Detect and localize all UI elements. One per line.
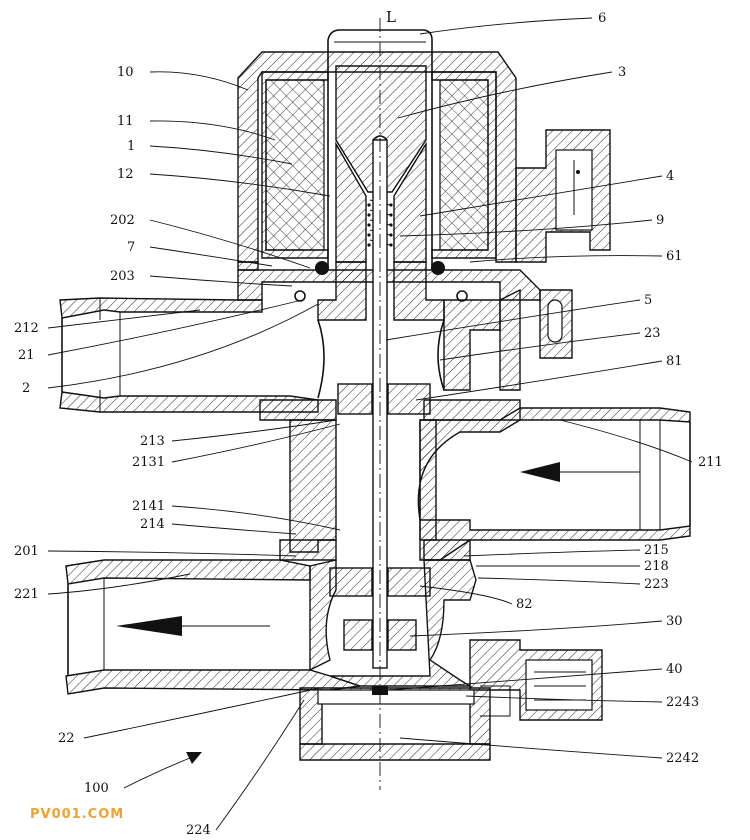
callout-7: 7: [127, 240, 135, 255]
callout-40: 40: [666, 662, 683, 677]
lower-valve-plug: [329, 567, 431, 597]
callout-201: 201: [14, 544, 39, 559]
callout-2242: 2242: [666, 751, 699, 766]
watermark: PV001.COM: [30, 807, 124, 822]
flow-arrow-outlet: [116, 616, 270, 636]
callout-4: 4: [666, 169, 674, 184]
callout-9: 9: [656, 213, 664, 228]
upper-valve-plug: [337, 383, 431, 415]
electrical-connector: [515, 129, 611, 263]
callout-218: 218: [644, 559, 669, 574]
axis-label-L: L: [386, 8, 396, 26]
callout-211: 211: [698, 455, 723, 470]
callout-30: 30: [666, 614, 683, 629]
callout-2131: 2131: [132, 455, 165, 470]
callout-100: 100: [84, 781, 109, 796]
callout-223: 223: [644, 577, 669, 592]
static-core: [335, 65, 427, 193]
coil-winding-right: [439, 79, 489, 251]
valve-body: [59, 261, 691, 761]
callout-6: 6: [598, 11, 606, 26]
callout-22: 22: [58, 731, 75, 746]
callout-23: 23: [644, 326, 661, 341]
callout-224: 224: [186, 823, 211, 838]
callout-203: 203: [110, 269, 135, 284]
callout-215: 215: [644, 543, 669, 558]
callout-1: 1: [127, 139, 135, 154]
callout-82: 82: [516, 597, 533, 612]
callout-202: 202: [110, 213, 135, 228]
callout-214: 214: [140, 517, 165, 532]
callout-5: 5: [644, 293, 652, 308]
callout-61: 61: [666, 249, 683, 264]
callout-labels-left: 10 11 1 12 202 7 203 212 21 2 213 2131 2…: [14, 65, 211, 838]
callout-2: 2: [22, 381, 30, 396]
callout-2141: 2141: [132, 499, 165, 514]
callout-212: 212: [14, 321, 39, 336]
callout-2243: 2243: [666, 695, 699, 710]
callout-12: 12: [117, 167, 134, 182]
coil-winding-left: [265, 79, 325, 251]
callout-10: 10: [117, 65, 134, 80]
callout-labels-right: 6 3 4 9 61 5 23 81 211 215 218 223 82 30…: [516, 11, 723, 766]
leader-lines: [47, 17, 693, 831]
reference-arrow-100: [123, 752, 202, 789]
callout-213: 213: [140, 434, 165, 449]
retainer-30: [343, 619, 417, 651]
top-cap: [327, 29, 433, 41]
callout-3: 3: [618, 65, 626, 80]
callout-11: 11: [117, 114, 134, 129]
o-ring-seat-left: [294, 290, 306, 302]
callout-81: 81: [666, 354, 683, 369]
callout-221: 221: [14, 587, 39, 602]
flow-arrow-inlet: [520, 462, 640, 482]
guide-sleeve: [327, 40, 433, 268]
callout-21: 21: [18, 348, 35, 363]
